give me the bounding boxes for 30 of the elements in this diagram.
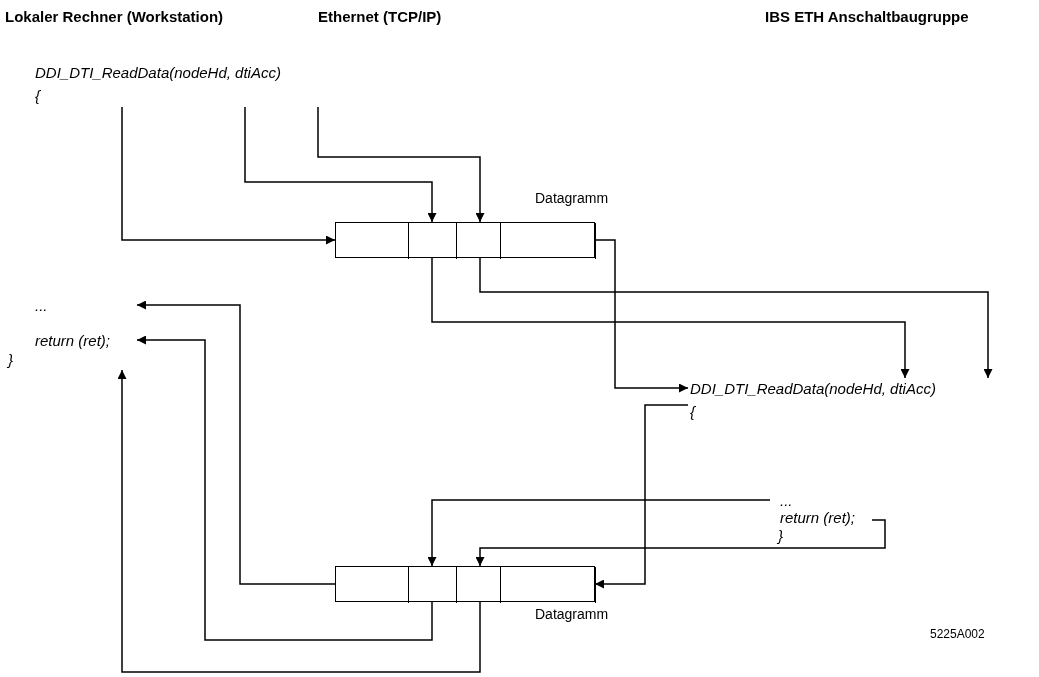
code-line: return (ret); (780, 509, 855, 527)
code-line: } (778, 527, 783, 545)
code-line: } (8, 351, 13, 369)
arrow (136, 300, 336, 585)
column-heading: IBS ETH Anschaltbaugruppe (765, 8, 969, 25)
column-heading: Ethernet (TCP/IP) (318, 8, 442, 25)
arrow (594, 239, 689, 393)
code-line: { (35, 87, 40, 105)
code-line: DDI_DTI_ReadData(nodeHd, dtiAcc) (35, 64, 281, 82)
arrow (427, 499, 771, 567)
arrow (431, 257, 910, 379)
code-line: { (690, 403, 695, 421)
arrow (479, 257, 993, 379)
arrow (121, 106, 336, 245)
arrow (317, 106, 485, 223)
arrow (594, 404, 689, 589)
code-line: return (ret); (35, 332, 110, 350)
column-heading: Lokaler Rechner (Workstation) (5, 8, 224, 25)
code-line: ... (35, 297, 48, 315)
arrow (475, 519, 886, 567)
arrow (136, 335, 433, 641)
datagram-box (335, 222, 595, 258)
code-line: DDI_DTI_ReadData(nodeHd, dtiAcc) (690, 380, 936, 398)
datagram-caption: Datagramm (535, 190, 609, 206)
code-line: ... (780, 492, 793, 510)
arrow (244, 106, 437, 223)
arrow (117, 369, 481, 673)
datagram-caption: Datagramm (535, 606, 609, 622)
figure-id: 5225A002 (930, 627, 985, 641)
datagram-box (335, 566, 595, 602)
